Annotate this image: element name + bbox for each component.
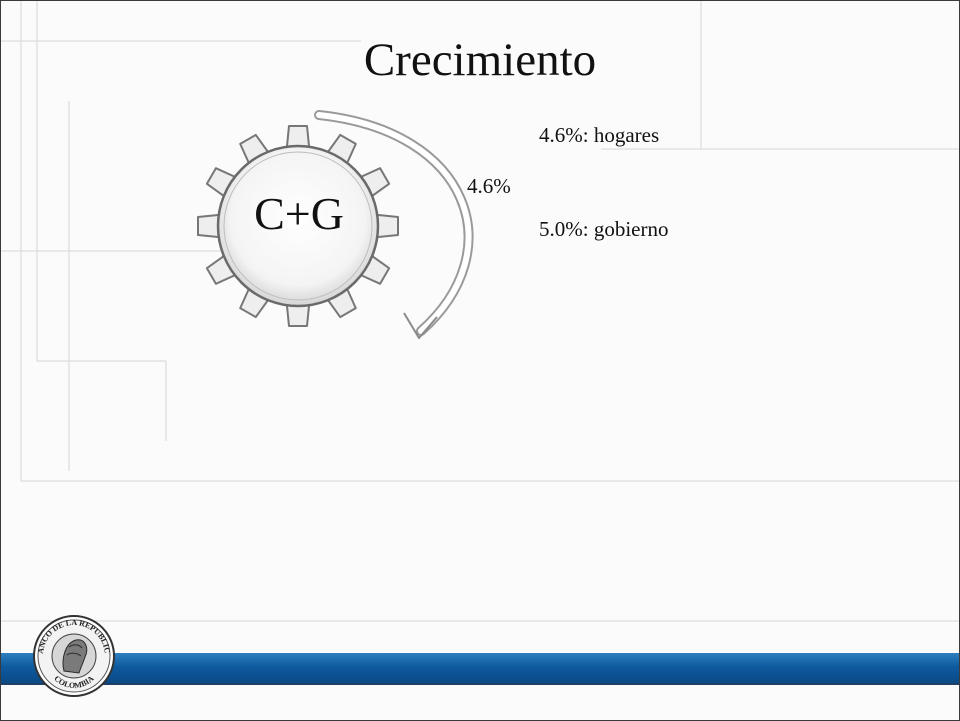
footer-divider [1,683,959,685]
footer-bar [1,653,959,683]
total-growth-label: 4.6% [467,174,511,198]
banco-de-la-republica-seal-icon: BANCO DE LA REPUBLICA COLOMBIA [31,613,115,697]
slide-title: Crecimiento [363,34,597,86]
gear-icon [197,125,399,327]
gear-label: C+G [254,188,344,239]
government-growth-label: 5.0%: gobierno [539,217,669,241]
households-growth-label: 4.6%: hogares [539,123,660,147]
